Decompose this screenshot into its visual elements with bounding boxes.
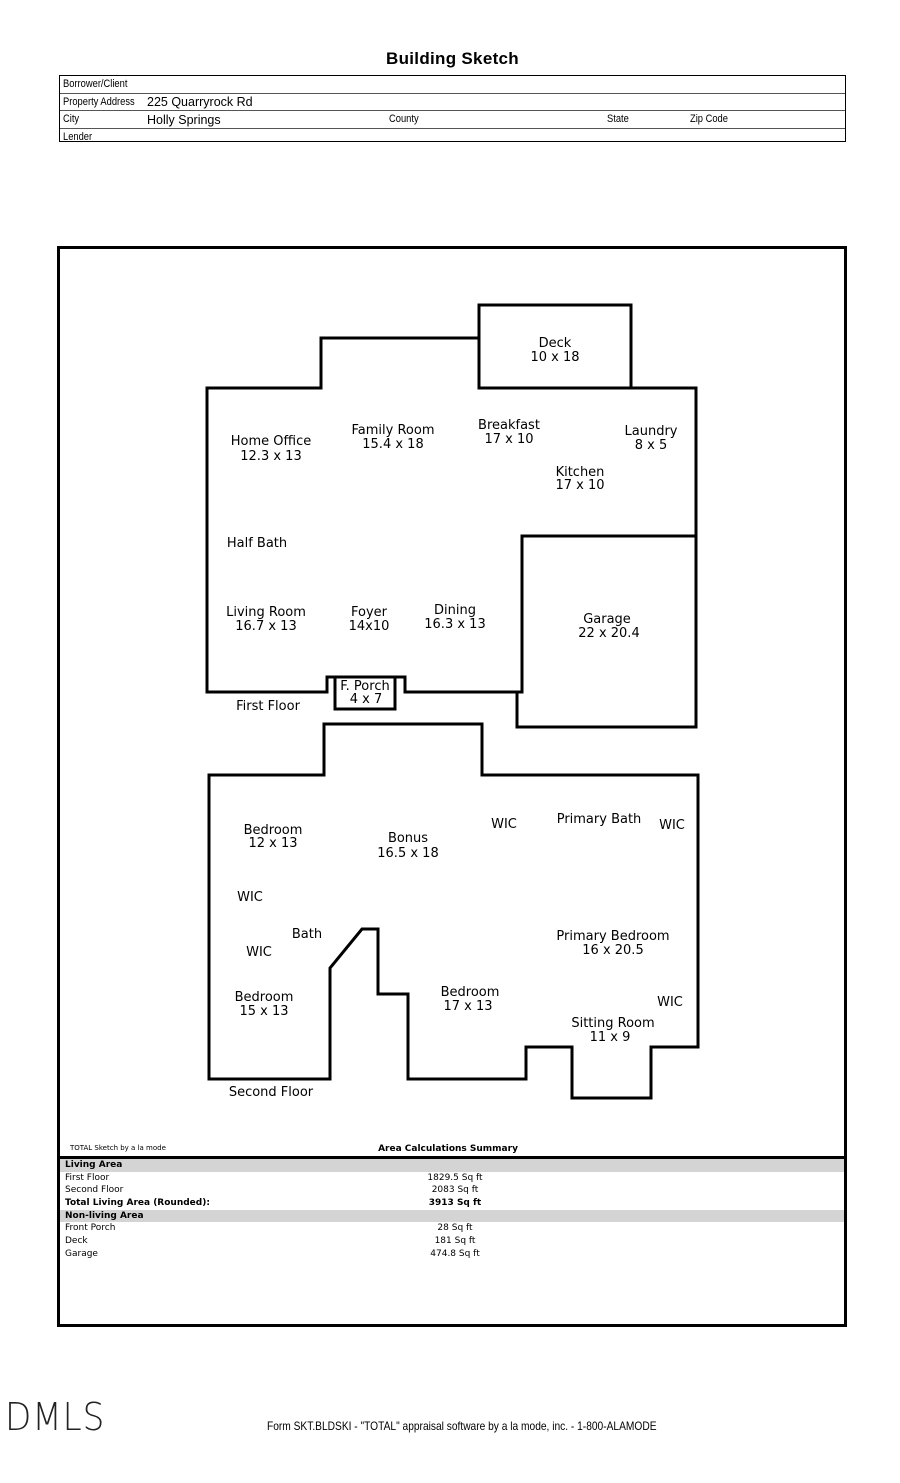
second-floor-outline bbox=[207, 722, 700, 1100]
room-dims: 16 x 20.5 bbox=[582, 943, 643, 958]
nonliving-area-header-label: Non-living Area bbox=[65, 1210, 144, 1221]
area-summary-table: Living Area First Floor 1829.5 Sq ft Seco… bbox=[60, 1156, 844, 1261]
sketch-frame bbox=[57, 246, 847, 1327]
porch-outline bbox=[333, 675, 397, 711]
row-value: 28 Sq ft bbox=[437, 1223, 473, 1234]
room-dims: 22 x 20.4 bbox=[578, 626, 639, 641]
living-area-header-label: Living Area bbox=[65, 1160, 123, 1170]
row-value: 2083 Sq ft bbox=[431, 1185, 479, 1196]
total-row: Total Living Area (Rounded): 3913 Sq ft bbox=[60, 1197, 844, 1210]
sketch-credit: TOTAL Sketch by a la mode bbox=[70, 1144, 166, 1152]
room-name: Living Room bbox=[226, 605, 306, 620]
room-dims: 12.3 x 13 bbox=[240, 449, 301, 464]
city-row: City Holly Springs County State Zip Code bbox=[60, 111, 845, 129]
room-name: Half Bath bbox=[227, 536, 287, 551]
summary-row: Deck 181 Sq ft bbox=[60, 1235, 844, 1248]
room-name: Bedroom bbox=[235, 990, 294, 1005]
address-row: Property Address 225 Quarryrock Rd bbox=[60, 94, 845, 111]
summary-row: Front Porch 28 Sq ft bbox=[60, 1222, 844, 1235]
row-value: 1829.5 Sq ft bbox=[427, 1172, 483, 1183]
summary-row: Garage 474.8 Sq ft bbox=[60, 1248, 844, 1261]
borrower-label: Borrower/Client bbox=[63, 78, 128, 90]
first-floor-labels: Deck 10 x 18 Home Office 12.3 x 13 Famil… bbox=[226, 336, 678, 714]
room-name: Breakfast bbox=[478, 418, 540, 433]
room-dims: 11 x 9 bbox=[590, 1030, 631, 1045]
row-value: 474.8 Sq ft bbox=[430, 1248, 480, 1259]
room-name: Deck bbox=[539, 336, 572, 351]
zip-label: Zip Code bbox=[690, 113, 728, 125]
room-name: WIC bbox=[491, 817, 517, 832]
address-value: 225 Quarryrock Rd bbox=[147, 94, 253, 109]
state-label: State bbox=[607, 113, 629, 125]
room-dims: 10 x 18 bbox=[530, 350, 579, 365]
row-label: Second Floor bbox=[65, 1185, 124, 1196]
summary-row: First Floor 1829.5 Sq ft bbox=[60, 1172, 844, 1185]
property-info-table: Borrower/Client Property Address 225 Qua… bbox=[59, 75, 846, 143]
room-dims: 16.7 x 13 bbox=[235, 619, 296, 634]
room-dims: 16.5 x 18 bbox=[377, 846, 438, 861]
room-dims: 16.3 x 13 bbox=[424, 617, 485, 632]
room-name: Family Room bbox=[352, 423, 435, 438]
room-dims: 14x10 bbox=[349, 619, 390, 634]
city-value: Holly Springs bbox=[147, 113, 221, 127]
room-name: Home Office bbox=[231, 434, 311, 449]
room-dims: 17 x 10 bbox=[484, 432, 533, 447]
room-name: Primary Bath bbox=[557, 812, 642, 827]
room-name: Garage bbox=[583, 612, 631, 627]
row-label: Front Porch bbox=[65, 1223, 116, 1234]
room-name: WIC bbox=[246, 945, 272, 960]
room-name: WIC bbox=[657, 995, 683, 1010]
second-floor-labels: Bedroom 12 x 13 Bonus 16.5 x 18 WIC Prim… bbox=[229, 812, 685, 1100]
room-dims: 15 x 13 bbox=[239, 1004, 288, 1019]
dmls-logo: DMLS bbox=[5, 1395, 106, 1439]
room-dims: 17 x 10 bbox=[555, 478, 604, 493]
total-label: Total Living Area (Rounded): bbox=[65, 1198, 210, 1209]
room-name: Bonus bbox=[388, 831, 428, 846]
address-label: Property Address bbox=[63, 95, 135, 108]
room-dims: 4 x 7 bbox=[350, 692, 383, 707]
row-label: Garage bbox=[65, 1248, 98, 1259]
row-label: Deck bbox=[65, 1236, 88, 1247]
row-value: 181 Sq ft bbox=[434, 1236, 476, 1247]
summary-title: Area Calculations Summary bbox=[378, 1144, 518, 1154]
room-name: Laundry bbox=[625, 424, 678, 439]
room-name: WIC bbox=[237, 890, 263, 905]
form-footer: Form SKT.BLDSKI - "TOTAL" appraisal soft… bbox=[267, 1419, 657, 1433]
borrower-row: Borrower/Client bbox=[60, 76, 845, 94]
row-label: First Floor bbox=[65, 1172, 110, 1183]
city-label: City bbox=[63, 113, 80, 125]
floor-label: First Floor bbox=[236, 699, 300, 714]
room-dims: 8 x 5 bbox=[635, 438, 668, 453]
page-title: Building Sketch bbox=[386, 49, 519, 68]
room-name: F. Porch bbox=[340, 679, 389, 694]
living-area-header: Living Area bbox=[60, 1159, 844, 1172]
room-name: Bath bbox=[292, 927, 322, 942]
room-name: Sitting Room bbox=[571, 1016, 654, 1031]
room-name: Foyer bbox=[351, 605, 388, 620]
garage-outline bbox=[515, 534, 698, 729]
lender-label: Lender bbox=[63, 130, 93, 143]
total-value: 3913 Sq ft bbox=[428, 1198, 482, 1209]
nonliving-area-header: Non-living Area bbox=[60, 1209, 844, 1223]
room-name: Kitchen bbox=[556, 465, 605, 480]
county-label: County bbox=[389, 113, 419, 125]
room-name: Bedroom bbox=[244, 823, 303, 838]
lender-row: Lender bbox=[60, 129, 845, 146]
summary-row: Second Floor 2083 Sq ft bbox=[60, 1184, 844, 1197]
floor-label: Second Floor bbox=[229, 1085, 314, 1100]
room-name: Dining bbox=[434, 603, 476, 618]
room-name: WIC bbox=[659, 818, 685, 833]
room-dims: 15.4 x 18 bbox=[362, 437, 423, 452]
room-dims: 12 x 13 bbox=[248, 836, 297, 851]
room-name: Primary Bedroom bbox=[556, 929, 669, 944]
room-name: Bedroom bbox=[441, 985, 500, 1000]
room-dims: 17 x 13 bbox=[443, 999, 492, 1014]
